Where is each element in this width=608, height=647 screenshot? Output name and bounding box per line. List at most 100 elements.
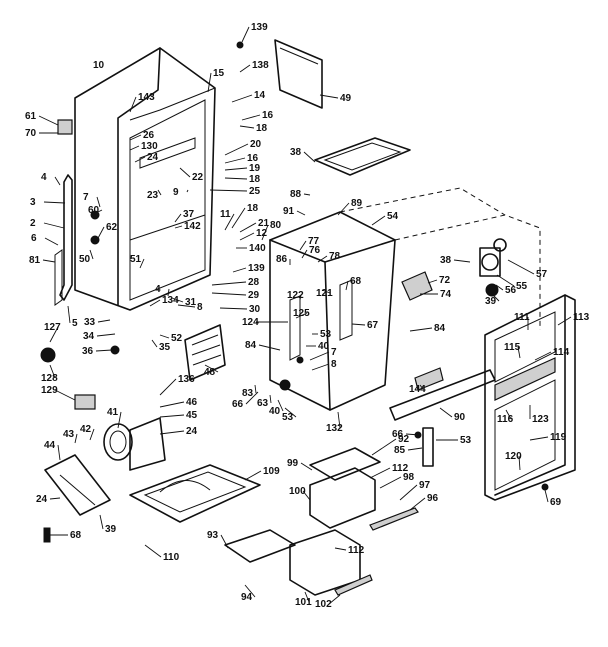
callout-c111: 111 — [514, 312, 530, 323]
callout-c38a: 38 — [290, 147, 302, 158]
callout-c124: 124 — [242, 317, 259, 328]
leader-line-c116 — [505, 409, 512, 420]
leader-line-c39b — [99, 514, 104, 530]
callout-c121: 121 — [316, 288, 333, 299]
callout-c100: 100 — [289, 486, 306, 497]
leader-line-c46 — [159, 401, 185, 408]
door-handle-trim — [389, 367, 496, 421]
callout-c84a: 84 — [434, 323, 446, 334]
leader-line-c30 — [219, 307, 248, 310]
callout-c10: 10 — [93, 60, 105, 71]
callout-c53a: 53 — [320, 329, 332, 340]
leader-line-c98 — [379, 476, 402, 489]
leader-line-c94 — [244, 584, 256, 598]
leader-line-c120 — [518, 455, 521, 471]
callout-c66a: 66 — [232, 399, 244, 410]
callout-c69: 69 — [550, 497, 562, 508]
leader-line-c3 — [43, 201, 66, 204]
callout-c24b: 24 — [186, 426, 198, 437]
callout-c46: 46 — [186, 397, 198, 408]
leader-line-c50 — [89, 249, 94, 260]
leader-line-c132 — [337, 411, 341, 429]
callout-c22: 22 — [192, 172, 204, 183]
cabinet-side-trim — [54, 119, 100, 306]
drain-pan — [129, 464, 261, 523]
callout-c68b: 68 — [70, 530, 82, 541]
callout-c62: 62 — [106, 222, 118, 233]
freezer-shelf — [314, 137, 411, 176]
leader-line-c112a — [369, 467, 391, 479]
callout-c6: 6 — [31, 233, 37, 244]
callout-c34: 34 — [83, 331, 95, 342]
callout-c99: 99 — [287, 458, 299, 469]
callout-c88: 88 — [290, 189, 302, 200]
fan-motor-assembly — [479, 238, 507, 297]
leader-line-c114 — [534, 351, 552, 361]
leader-line-c35 — [151, 339, 158, 348]
cabinet-shell — [74, 47, 216, 311]
callout-c42: 42 — [80, 424, 92, 435]
callout-c37: 37 — [183, 209, 195, 220]
callout-c101: 101 — [295, 597, 312, 608]
callout-c138: 138 — [252, 60, 269, 71]
callout-c86: 86 — [276, 254, 288, 265]
callout-c89: 89 — [351, 198, 363, 209]
leader-line-c72 — [427, 279, 438, 284]
leader-line-c39a — [491, 293, 500, 302]
leader-line-c33 — [97, 319, 111, 323]
crisper-drawers — [224, 447, 419, 596]
callout-c25: 25 — [249, 186, 261, 197]
leader-line-c142 — [174, 225, 183, 229]
leader-line-c11 — [224, 213, 235, 231]
callout-c14: 14 — [254, 90, 266, 101]
callout-c4a: 4 — [41, 172, 47, 183]
callout-c127: 127 — [44, 322, 61, 333]
callout-c61: 61 — [25, 111, 37, 122]
callout-c29: 29 — [248, 290, 260, 301]
leader-line-c62 — [96, 226, 105, 241]
callout-c63: 63 — [257, 398, 269, 409]
freezer-cover-panel — [274, 39, 323, 109]
callout-c49: 49 — [340, 93, 352, 104]
leader-line-c40b — [277, 399, 284, 412]
leader-line-c36 — [95, 349, 113, 352]
callout-c122: 122 — [287, 290, 304, 301]
leader-line-c129 — [54, 389, 76, 401]
leader-line-c110 — [144, 544, 162, 558]
leader-line-c143 — [129, 96, 137, 113]
callout-c40a: 40 — [318, 341, 330, 352]
leader-line-c12 — [239, 232, 255, 241]
leader-line-c113 — [557, 316, 572, 326]
leader-line-c83 — [254, 384, 257, 394]
leader-line-c122 — [299, 294, 302, 301]
callout-c18c: 18 — [247, 203, 259, 214]
callout-c19: 19 — [249, 163, 261, 174]
leader-line-c49 — [319, 94, 339, 99]
leader-line-c139a — [241, 26, 250, 43]
callout-c114: 114 — [553, 347, 570, 358]
leader-line-c80 — [261, 224, 269, 241]
callout-c92: 92 — [398, 434, 410, 445]
leader-line-c26 — [129, 134, 142, 141]
leader-line-c57 — [507, 259, 535, 275]
leader-line-c5 — [67, 305, 71, 324]
callout-c91: 91 — [283, 206, 295, 217]
callout-c7b: 7 — [331, 347, 337, 358]
leader-line-c128 — [49, 364, 56, 379]
leader-line-c60 — [97, 209, 103, 213]
callout-c55: 55 — [516, 281, 528, 292]
callout-c8b: 8 — [331, 359, 337, 370]
leader-line-c53b — [284, 407, 297, 418]
callout-c12: 12 — [256, 228, 268, 239]
leader-line-c85 — [407, 447, 423, 451]
leader-line-c77 — [299, 240, 307, 251]
leader-line-c100 — [302, 490, 311, 501]
callout-c7a: 7 — [83, 192, 89, 203]
callout-c115: 115 — [504, 342, 521, 353]
callout-c5: 5 — [72, 318, 78, 329]
leader-line-c19 — [224, 167, 248, 171]
leader-line-c109 — [244, 470, 262, 481]
leader-line-c90 — [439, 407, 453, 418]
callout-c134: 134 — [162, 295, 179, 306]
callout-c78: 78 — [329, 251, 341, 262]
